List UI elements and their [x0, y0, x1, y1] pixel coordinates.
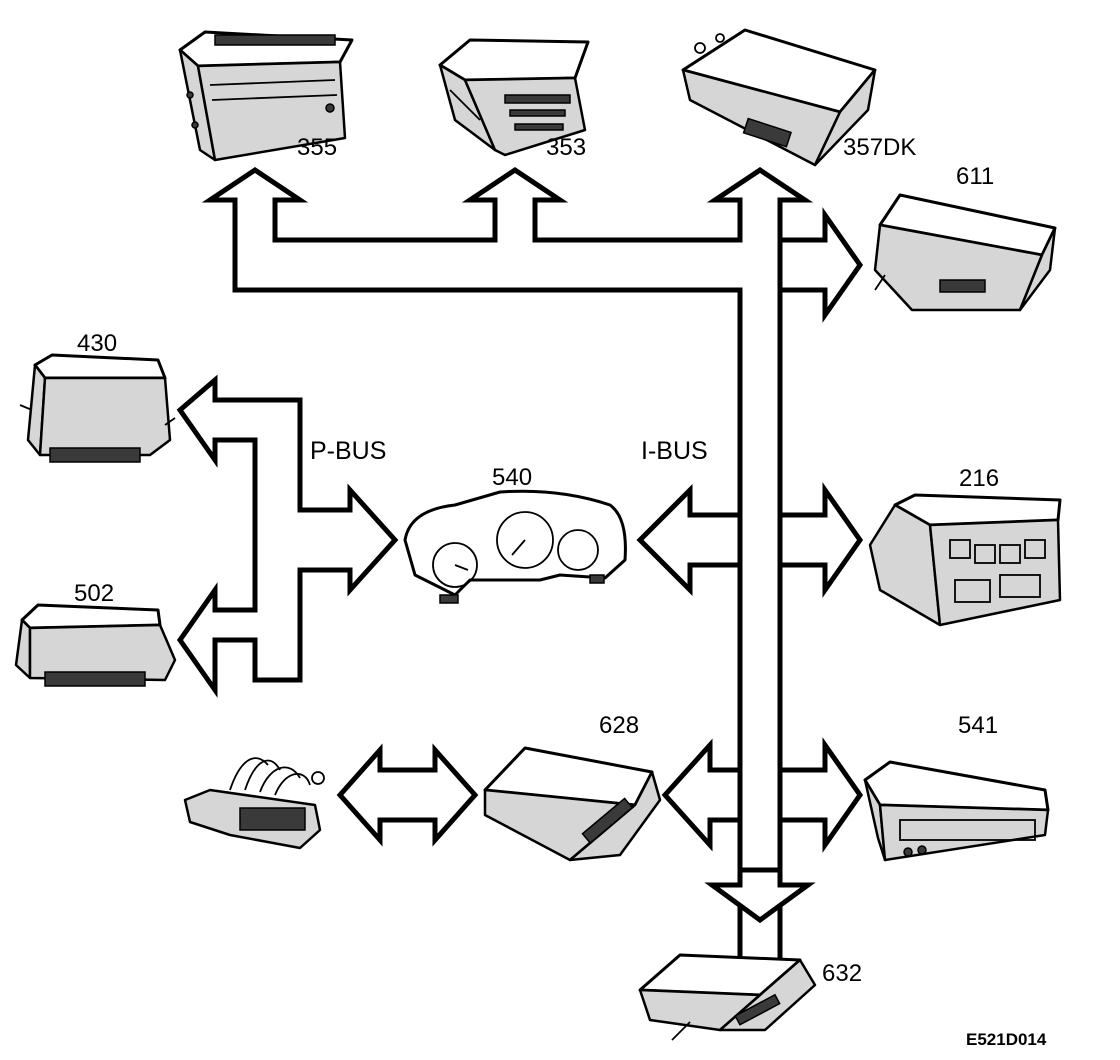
label-355: 355: [297, 134, 337, 161]
module-502: [14, 603, 177, 687]
label-632: 632: [822, 960, 862, 987]
arrow-to-611: [777, 207, 864, 323]
instrument-cluster-540: [403, 489, 627, 604]
arrow-connector-628: [336, 743, 479, 847]
label-540: 540: [492, 464, 532, 491]
arrow-to-632: [704, 867, 816, 924]
climate-panel-216: [868, 493, 1062, 627]
label-611: 611: [956, 163, 994, 190]
arrow-to-540-ibus: [636, 483, 743, 597]
label-541: 541: [958, 712, 998, 739]
label-357dk: 357DK: [843, 134, 916, 161]
module-632: [638, 953, 817, 1041]
label-353: 353: [546, 134, 586, 161]
module-353: [438, 38, 590, 157]
i-bus-main-trunk: [201, 166, 814, 1003]
module-357dk: [681, 28, 877, 167]
bus-arrows: [176, 166, 864, 1003]
display-unit-541: [863, 760, 1050, 862]
arrow-to-541: [777, 737, 864, 853]
labels: 355 353 357DK 611 430 502 540 216 628 54…: [74, 134, 1047, 1049]
label-430: 430: [77, 330, 117, 357]
label-628: 628: [599, 712, 639, 739]
arrow-to-628: [661, 738, 743, 852]
p-bus-trunk: [176, 374, 399, 698]
module-628: [483, 746, 662, 862]
diagnostic-connector: [183, 757, 325, 850]
label-i-bus: I-BUS: [641, 437, 708, 465]
label-216: 216: [959, 465, 999, 492]
figure-reference-code: E521D014: [966, 1030, 1047, 1049]
module-430: [19, 353, 176, 463]
module-355: [178, 30, 354, 162]
arrow-to-216: [777, 482, 864, 598]
label-p-bus: P-BUS: [310, 437, 386, 465]
label-502: 502: [74, 580, 114, 607]
module-611: [873, 193, 1057, 312]
